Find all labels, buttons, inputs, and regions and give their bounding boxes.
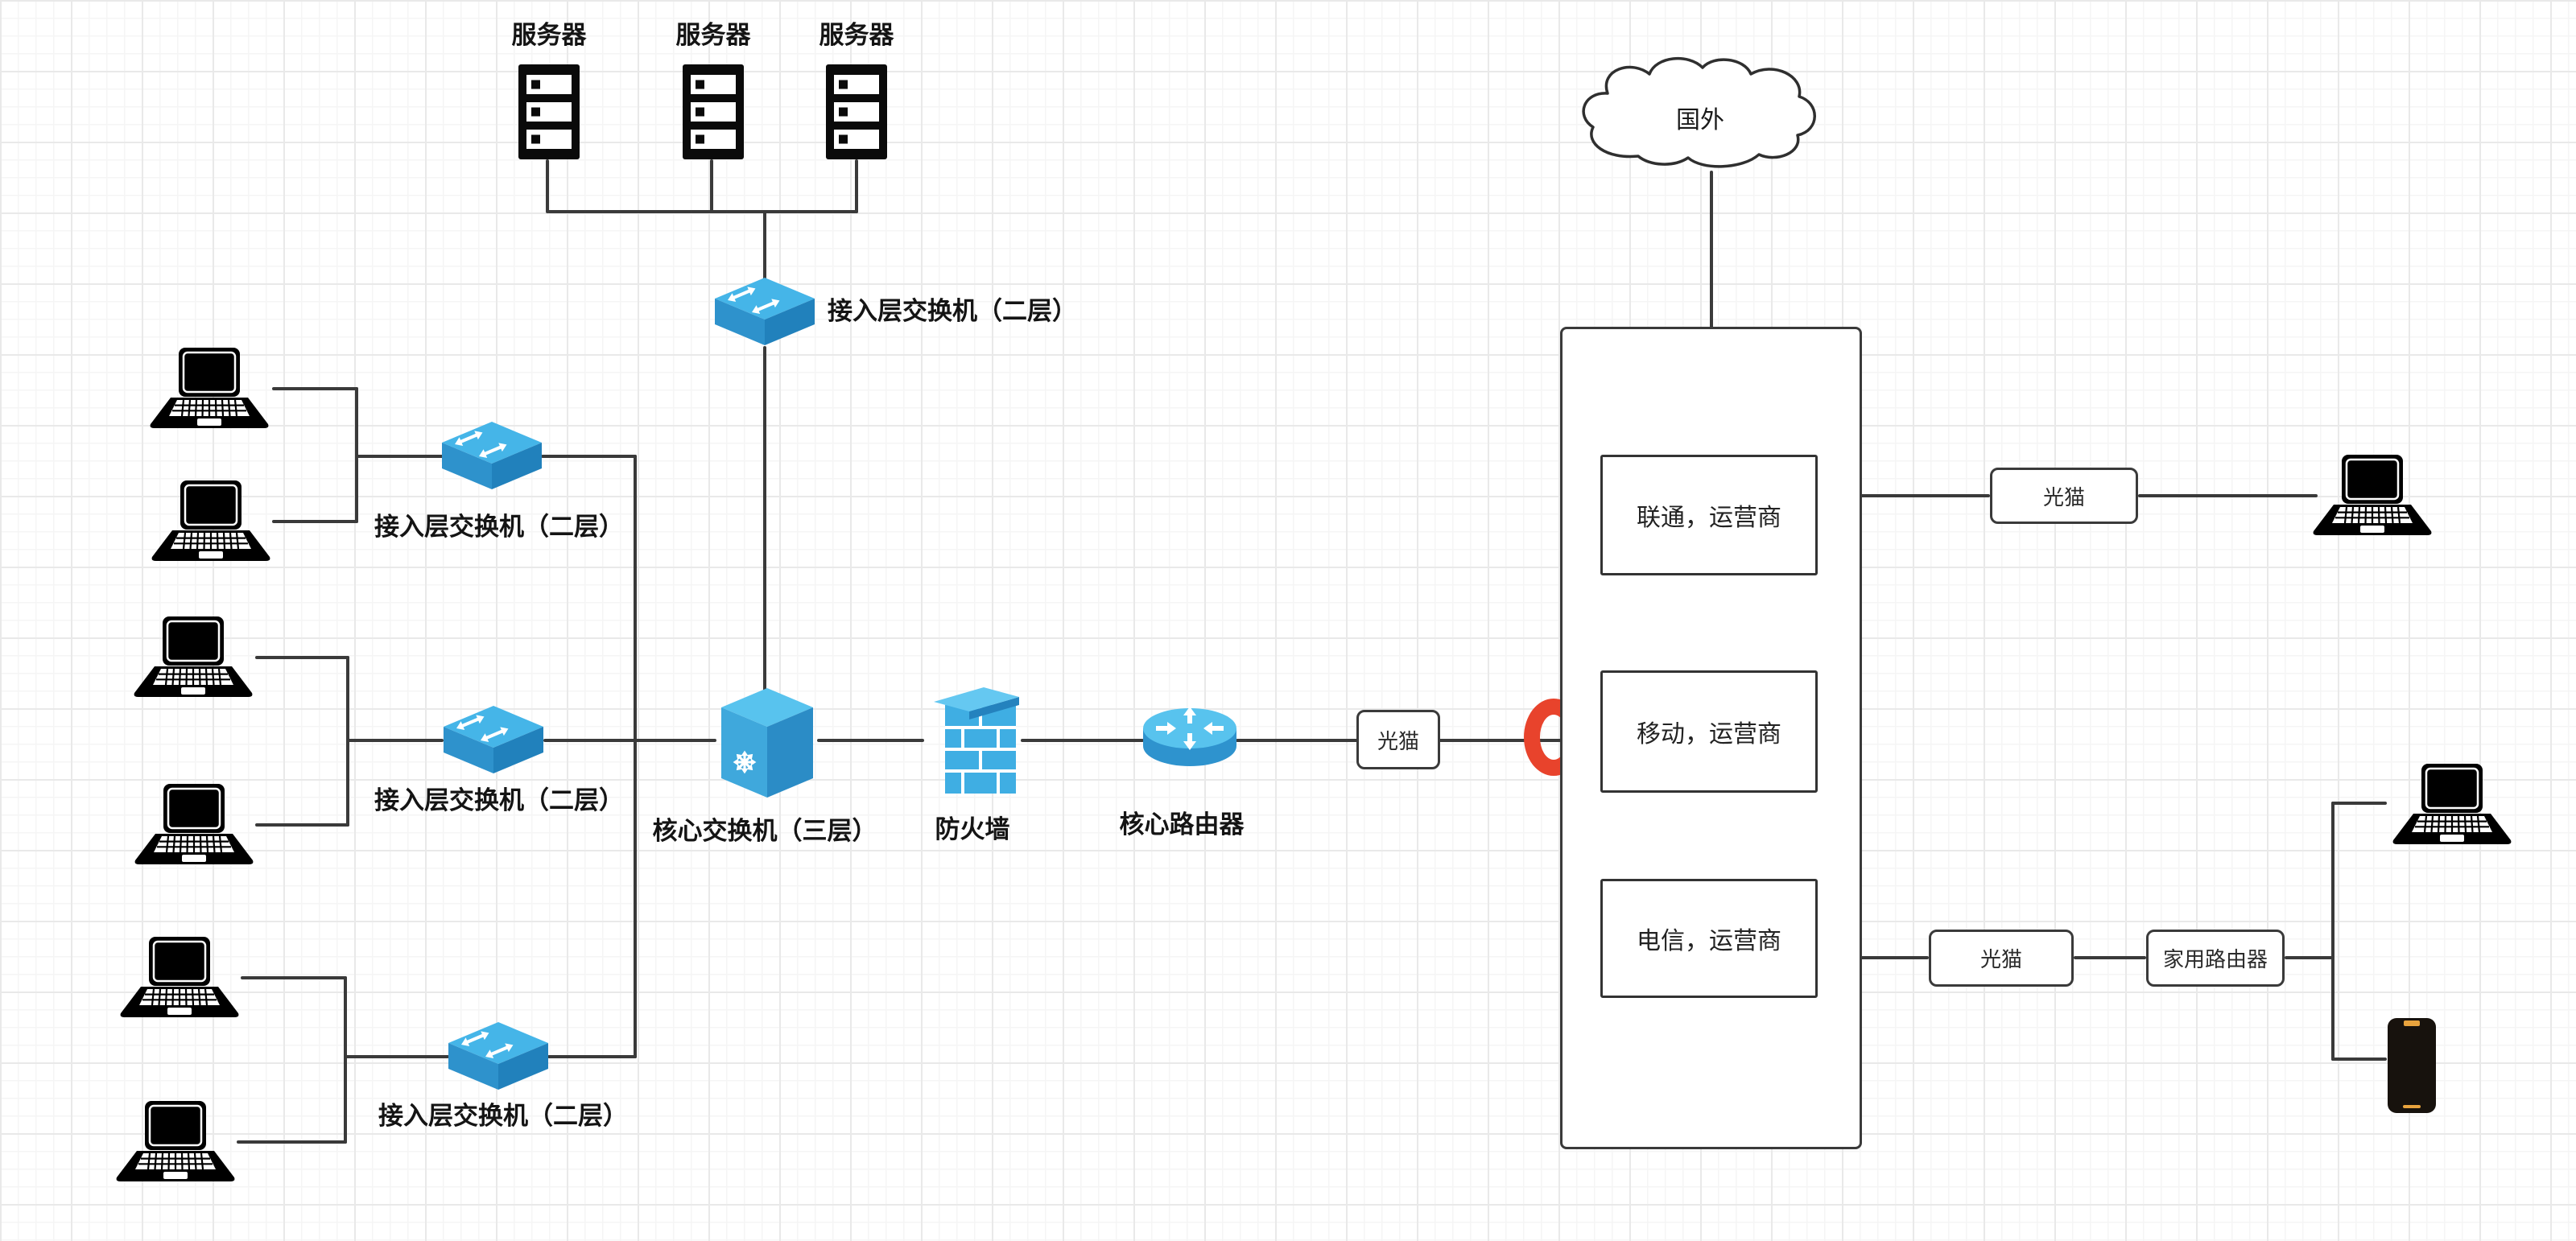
optical-modem-box[interactable]: 光猫 [1356, 710, 1440, 769]
connector-g2-laptop2 [255, 823, 349, 827]
connector-server3-stub [855, 159, 858, 213]
connector-g3-bracket [344, 976, 347, 1144]
connector-g3-out [547, 1055, 637, 1058]
connector-modem-upper-to-laptop [2138, 494, 2318, 497]
connector-server-bus [547, 210, 858, 213]
access-switch-label: 接入层交换机（二层） [828, 297, 1077, 325]
connector-g1-out [541, 455, 637, 458]
firewall-label: 防火墙 [935, 815, 1010, 843]
laptop-icon[interactable] [132, 616, 254, 699]
core-switch-cube-icon[interactable] [716, 688, 819, 801]
connector-bracket-to-phone [2331, 1058, 2387, 1061]
connector-g3-laptop2 [237, 1140, 347, 1144]
core-router-label: 核心路由器 [1119, 810, 1245, 839]
connector-cloud-to-isp-block [1710, 171, 1713, 328]
smartphone-icon[interactable] [2388, 1018, 2436, 1113]
laptop-icon[interactable] [150, 480, 272, 563]
connector-home-router-to-bracket [2285, 956, 2334, 959]
connector-g1-laptop2 [272, 520, 358, 523]
connector-top-switch-to-core [763, 346, 766, 692]
brick-wall-icon[interactable] [921, 684, 1024, 797]
connector-firewall-to-router [1021, 739, 1144, 742]
laptop-icon[interactable] [114, 1101, 237, 1183]
connector-core-to-firewall [817, 739, 924, 742]
connector-g3-feed [344, 1055, 449, 1058]
laptop-icon[interactable] [148, 348, 270, 430]
server-rack-icon[interactable] [518, 64, 580, 159]
connector-g2-laptop1 [255, 656, 349, 659]
server-label: 服务器 [819, 21, 894, 49]
connector-g3-laptop1 [241, 976, 347, 979]
connector-modem-to-isp-block [1439, 739, 1562, 742]
optical-modem-box[interactable]: 光猫 [1990, 468, 2138, 524]
connector-g1-laptop1 [272, 387, 358, 390]
optical-modem-label: 光猫 [1377, 728, 1419, 753]
network-switch-icon[interactable] [442, 422, 542, 491]
connector-modem-lower-to-home-router [2074, 956, 2146, 959]
connector-g1-feed [355, 455, 444, 458]
home-router-label: 家用路由器 [2162, 947, 2268, 971]
connector-bracket-to-laptop [2331, 802, 2387, 805]
connector-g2-feed [346, 739, 444, 742]
network-switch-icon[interactable] [444, 706, 543, 775]
router-cylinder-icon[interactable] [1141, 706, 1238, 770]
network-switch-icon[interactable] [715, 278, 815, 347]
server-rack-icon[interactable] [683, 64, 744, 159]
server-label: 服务器 [511, 21, 587, 49]
overseas-cloud-label: 国外 [1676, 107, 1724, 134]
home-router-box[interactable]: 家用路由器 [2146, 930, 2285, 987]
connector-access-trunk [634, 455, 637, 1058]
isp-mobile-box[interactable]: 移动，运营商 [1600, 670, 1818, 793]
connector-router-to-modem [1236, 739, 1358, 742]
connector-isp-block-to-modem-lower [1860, 956, 1929, 959]
connector-g2-out [543, 739, 716, 742]
server-label: 服务器 [675, 21, 751, 49]
server-rack-icon[interactable] [826, 64, 887, 159]
optical-modem-box[interactable]: 光猫 [1929, 930, 2074, 987]
isp-telecom-box[interactable]: 电信，运营商 [1600, 879, 1818, 998]
optical-modem-label: 光猫 [1979, 947, 2022, 971]
connector-isp-block-to-modem-upper [1860, 494, 1990, 497]
optical-modem-label: 光猫 [2042, 484, 2085, 509]
cloud-shape [1582, 56, 1816, 168]
laptop-icon[interactable] [133, 784, 255, 866]
overseas-cloud[interactable]: 国外 [1575, 53, 1825, 175]
network-switch-icon[interactable] [448, 1022, 548, 1091]
isp-unicom-label: 联通，运营商 [1637, 505, 1781, 531]
laptop-icon[interactable] [2391, 764, 2513, 846]
connector-bus-to-top-switch [763, 210, 766, 282]
laptop-icon[interactable] [118, 937, 241, 1019]
isp-telecom-label: 电信，运营商 [1637, 928, 1781, 954]
isp-unicom-box[interactable]: 联通，运营商 [1600, 455, 1818, 575]
connector-server1-stub [546, 159, 549, 213]
access-switch-label: 接入层交换机（二层） [374, 513, 624, 541]
access-switch-label: 接入层交换机（二层） [374, 786, 624, 814]
connector-server2-stub [710, 159, 713, 213]
laptop-icon[interactable] [2311, 455, 2434, 537]
access-switch-label: 接入层交换机（二层） [378, 1102, 628, 1130]
isp-mobile-label: 移动，运营商 [1637, 721, 1781, 748]
connector-home-bracket [2331, 802, 2334, 1061]
core-switch-label: 核心交换机（三层） [652, 817, 877, 845]
